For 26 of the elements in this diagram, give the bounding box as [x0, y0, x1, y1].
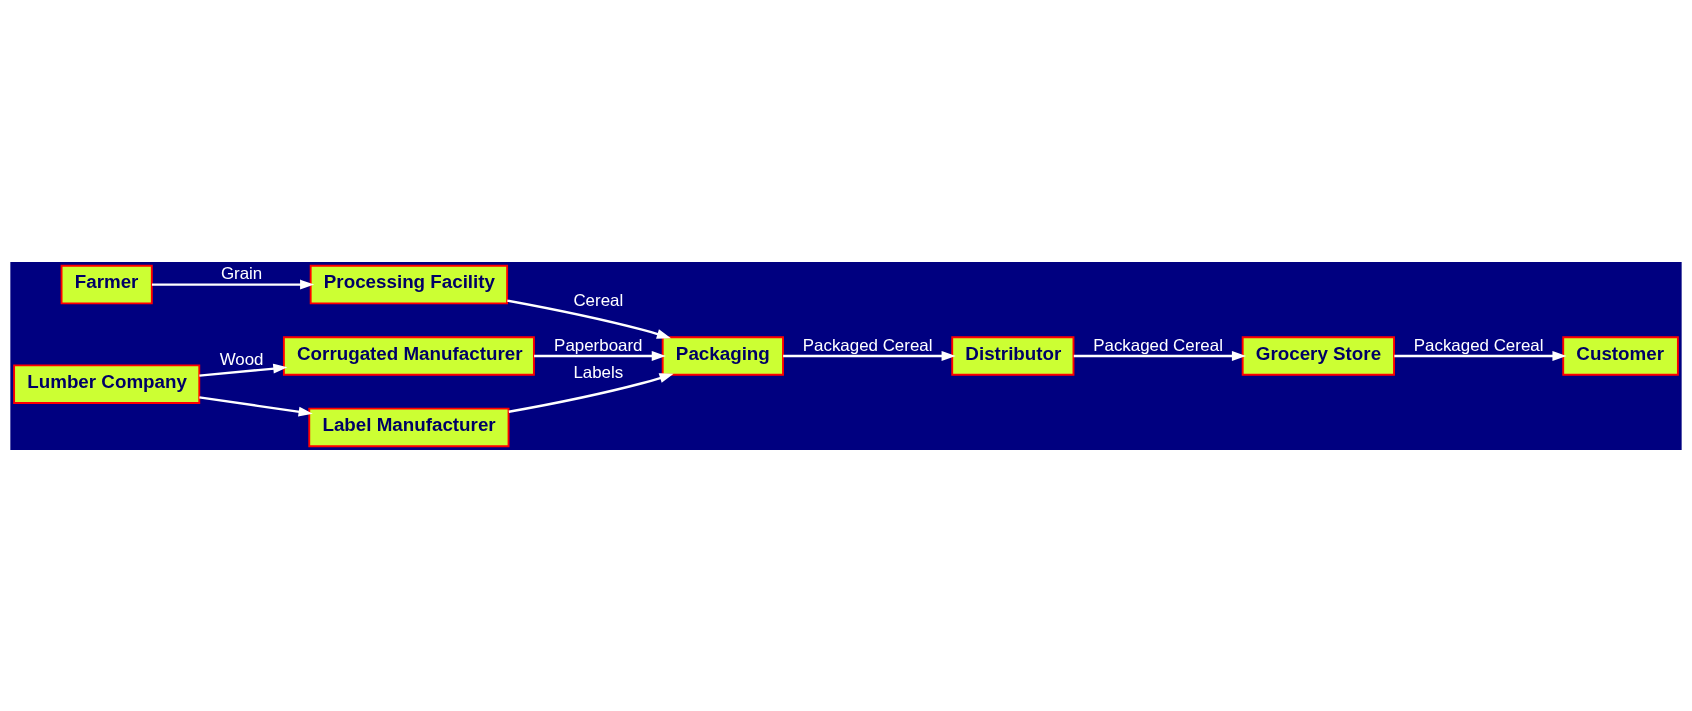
- edge-label: Cereal: [573, 290, 624, 310]
- edge-label: Paperboard: [554, 335, 643, 355]
- arrow: [508, 372, 674, 413]
- edge-label: Wood: [219, 349, 264, 369]
- edge-label: Packaged Cereal: [1413, 335, 1544, 355]
- edge-label: Grain: [220, 263, 263, 283]
- node-box: Processing Facility: [309, 264, 509, 304]
- node-box: Farmer: [60, 264, 153, 304]
- arrow: [199, 395, 313, 417]
- node-box: Corrugated Manufacturer: [282, 335, 535, 376]
- node-box: Label Manufacturer: [308, 407, 510, 447]
- edge-label: Packaged Cereal: [1093, 335, 1223, 355]
- edge-label: Packaged Cereal: [802, 335, 933, 355]
- node-box: Packaging: [661, 335, 784, 376]
- arrow: [199, 363, 288, 377]
- arrow: [151, 279, 315, 289]
- arrow: [507, 299, 671, 339]
- arrow: [534, 350, 666, 361]
- arrow: [783, 350, 956, 361]
- node-box: Customer: [1562, 335, 1679, 376]
- node-box: Lumber Company: [13, 363, 201, 404]
- edge-label: Labels: [573, 362, 624, 382]
- arrow: [1394, 350, 1567, 361]
- node-box: Distributor: [951, 335, 1075, 376]
- node-box: Grocery Store: [1241, 335, 1395, 376]
- arrow: [1073, 350, 1247, 361]
